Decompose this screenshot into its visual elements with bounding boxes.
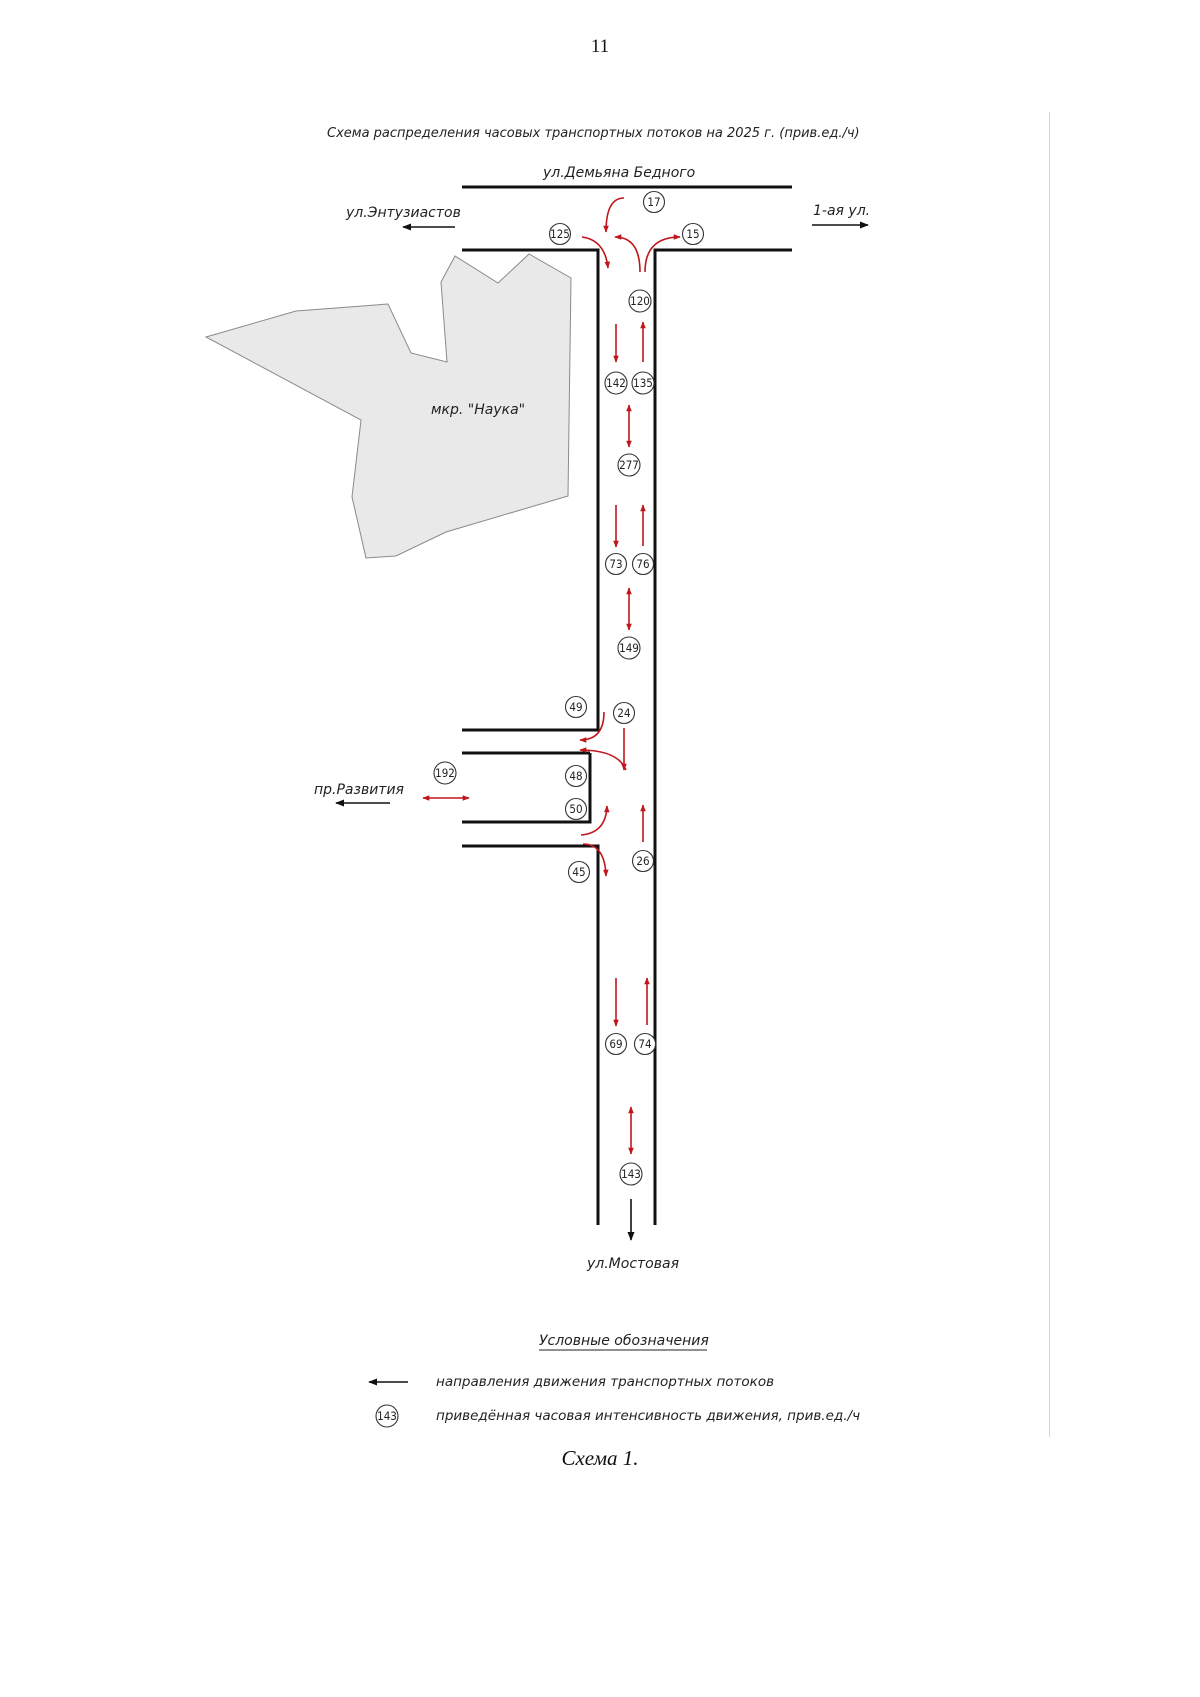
- flow-arrow-15: [644, 234, 681, 273]
- flow-value-69: 69: [609, 1037, 622, 1051]
- road-right-edge: [653, 248, 792, 1225]
- flow-value-26: 26: [636, 854, 649, 868]
- flow-values: [433, 190, 705, 1186]
- legend-arrow-text: направления движения транспортных потоко…: [436, 1374, 774, 1390]
- street-label-top: ул.Демьяна Бедного: [542, 165, 695, 181]
- district-label: мкр. "Наука": [431, 402, 525, 418]
- flow-value-50: 50: [569, 802, 582, 816]
- flow-value-24: 24: [617, 706, 630, 720]
- road-left-upper-edge: [462, 248, 600, 732]
- diagram-title: Схема распределения часовых транспортных…: [327, 126, 860, 141]
- frame-line: [1049, 112, 1050, 1437]
- flow-value-15: 15: [686, 227, 699, 241]
- flow-arrow-50: [580, 805, 610, 836]
- legend-circle-text: приведённая часовая интенсивность движен…: [436, 1408, 860, 1424]
- flow-arrow-17: [603, 197, 625, 233]
- flow-value-49: 49: [569, 700, 582, 714]
- legend-circle-icon: [375, 1404, 399, 1428]
- flow-value-143: 143: [621, 1167, 641, 1181]
- flow-value-125: 125: [550, 227, 570, 241]
- district-area: [204, 253, 572, 559]
- flow-arrows: [422, 197, 681, 1155]
- page-number: 11: [590, 36, 610, 57]
- road-lines: [462, 185, 792, 1225]
- flow-value-120: 120: [630, 294, 650, 308]
- flow-value-149: 149: [619, 641, 639, 655]
- road-mid-edge-2: [462, 753, 592, 824]
- flow-value-192: 192: [435, 766, 455, 780]
- flow-value-labels: 17 125 15 120 142 135 277 73 76 149 49 2…: [435, 195, 699, 1181]
- street-label-left-mid: пр.Развития: [314, 782, 404, 798]
- legend: Условные обозначения направления движени…: [368, 1333, 860, 1428]
- flow-arrow-120-left: [614, 234, 641, 273]
- street-label-right-top: 1-ая ул.: [813, 203, 870, 219]
- street-label-bottom: ул.Мостовая: [586, 1256, 679, 1272]
- direction-arrows: [335, 221, 869, 1241]
- flow-value-277: 277: [619, 458, 639, 472]
- flow-arrow-48: [579, 747, 627, 771]
- legend-circle-value: 143: [377, 1409, 397, 1423]
- legend-heading: Условные обозначения: [539, 1333, 709, 1349]
- flow-value-76: 76: [636, 557, 649, 571]
- flow-value-135: 135: [633, 376, 653, 390]
- flow-arrow-45: [582, 843, 609, 877]
- flow-value-17: 17: [647, 195, 660, 209]
- flow-value-74: 74: [638, 1037, 651, 1051]
- flow-value-142: 142: [606, 376, 626, 390]
- street-label-left-top: ул.Энтузиастов: [345, 205, 461, 221]
- figure-caption: Схема 1.: [561, 1446, 639, 1470]
- flow-value-45: 45: [572, 865, 585, 879]
- flow-value-73: 73: [609, 557, 622, 571]
- flow-value-48: 48: [569, 769, 582, 783]
- road-left-lower-edge: [462, 844, 600, 1225]
- flow-arrow-125: [581, 236, 611, 269]
- flow-arrow-49: [579, 711, 605, 743]
